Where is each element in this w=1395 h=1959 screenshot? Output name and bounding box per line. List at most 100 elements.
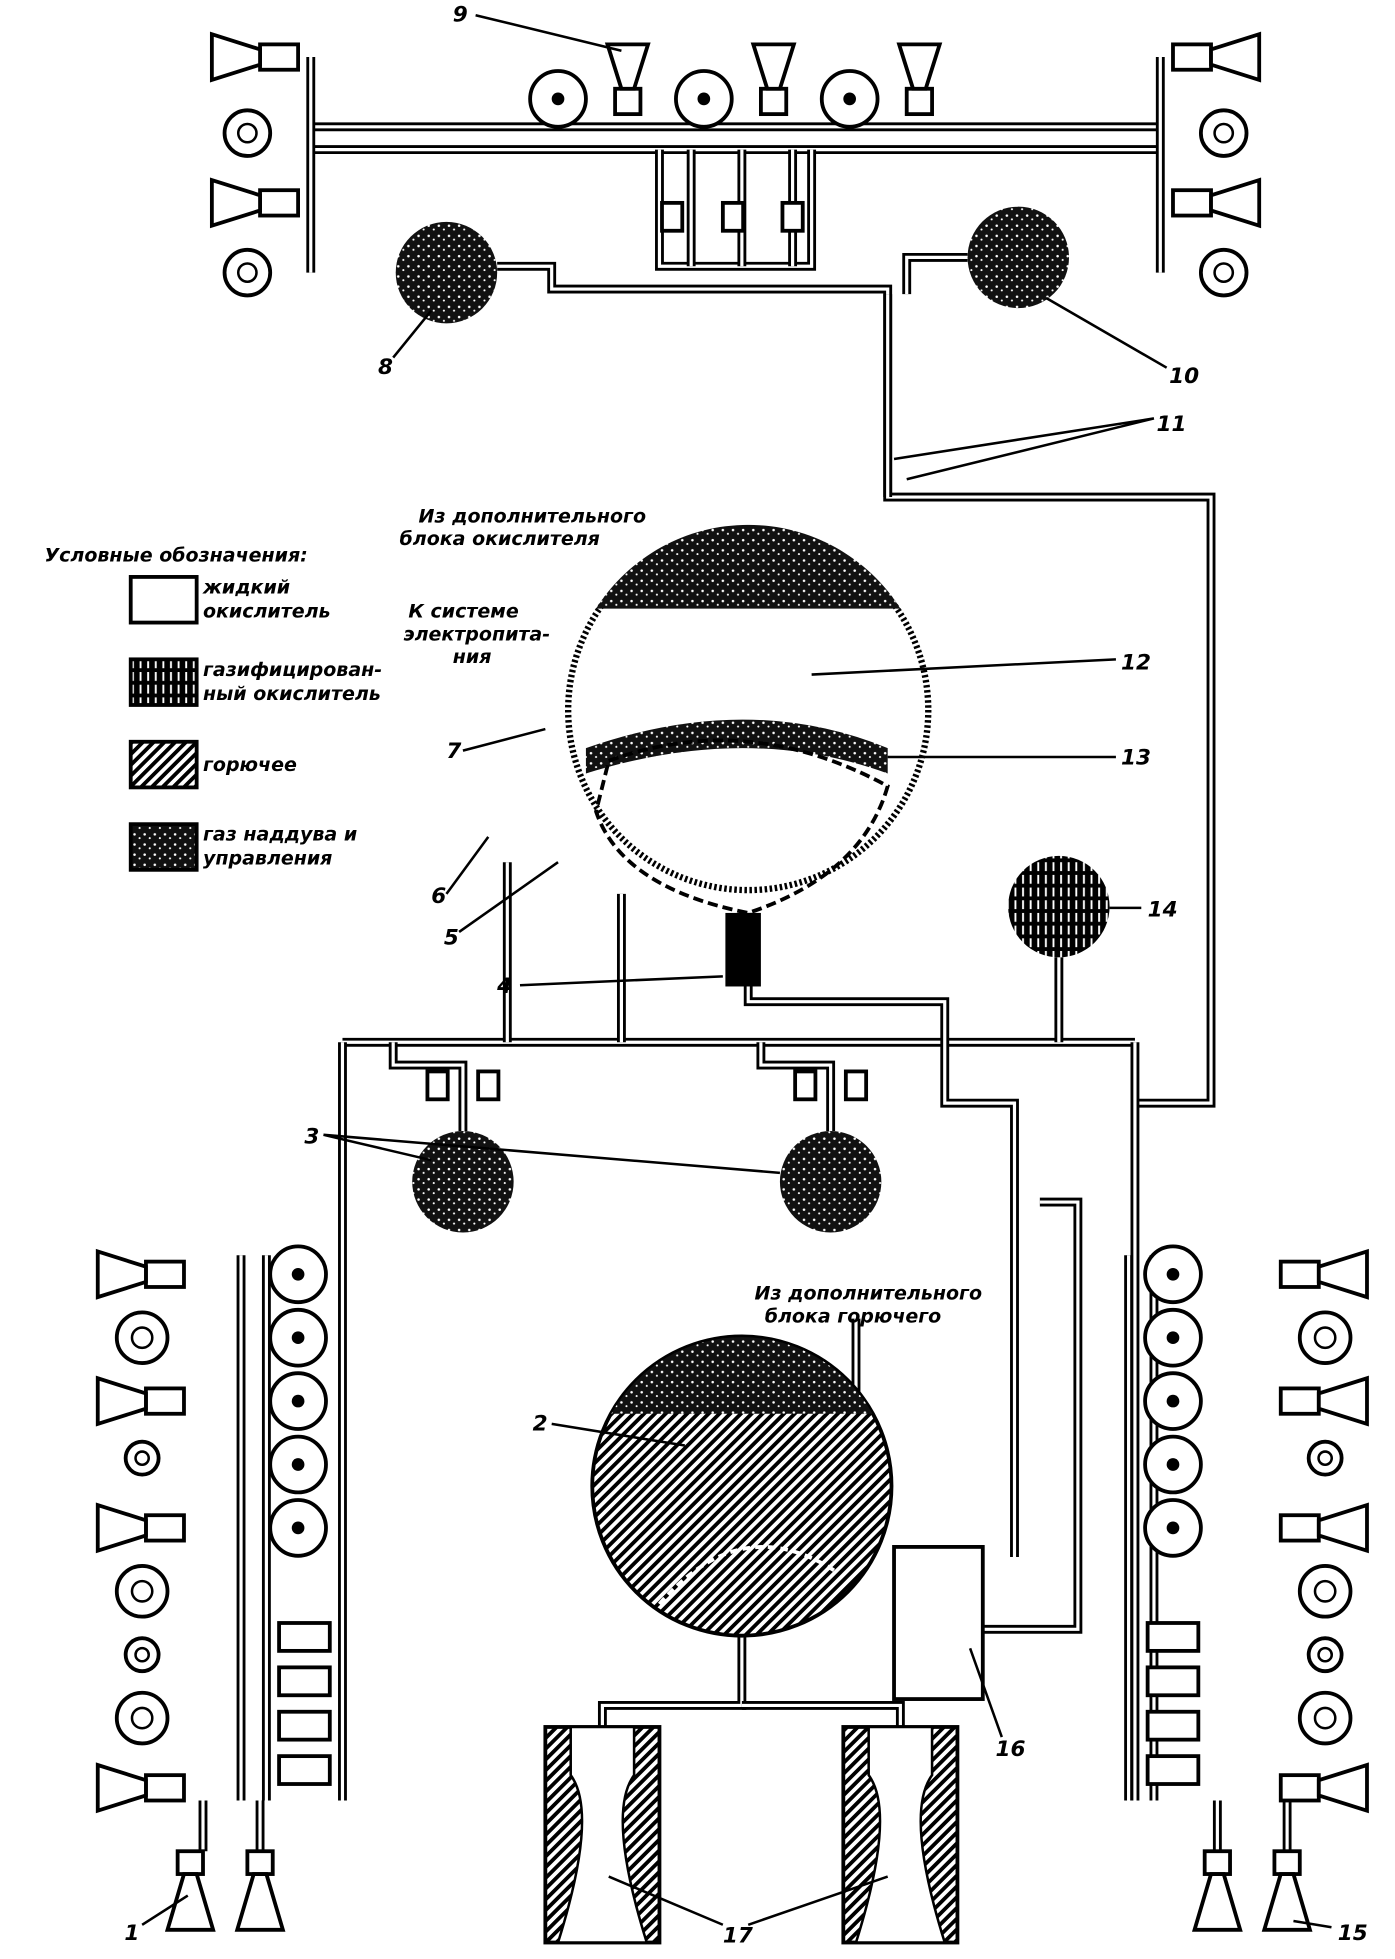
thruster-valve (144, 1513, 186, 1543)
thruster-body (222, 108, 273, 158)
thruster-valve (1278, 1773, 1321, 1803)
thruster-valve (144, 1259, 186, 1289)
thruster-valve (1202, 1849, 1232, 1876)
legend-label: ный окислитель (203, 683, 381, 705)
thruster-body (123, 1439, 161, 1477)
tank-center (291, 1267, 305, 1281)
callout-17: 17 (723, 1924, 753, 1949)
tank-center (291, 1521, 305, 1535)
valve (476, 1069, 501, 1102)
legend-swatch-gasified-oxidizer (128, 657, 199, 707)
thruster-valve (758, 86, 789, 117)
callout-2: 2 (533, 1411, 548, 1436)
thruster-valve (613, 86, 643, 117)
callout-13: 13 (1121, 746, 1151, 771)
callout-9: 9 (453, 3, 468, 28)
gas-sphere-3b (779, 1131, 882, 1233)
thruster-port (134, 1646, 150, 1663)
thruster-valve (1171, 188, 1213, 218)
thruster-body (1297, 1564, 1353, 1619)
valve (843, 1069, 869, 1102)
spherical-thruster (222, 247, 273, 298)
thruster-valve (1171, 42, 1213, 72)
propellant-tank (1143, 1371, 1203, 1431)
pipe (741, 1700, 905, 1727)
callout-8: 8 (378, 355, 393, 380)
thruster-valve (1278, 1386, 1321, 1416)
callout-numbers: 1 2 3 4 5 6 7 8 9 10 11 12 13 14 15 16 1… (124, 3, 1367, 1949)
callout-4: 4 (496, 974, 512, 999)
tank-center (1166, 1458, 1180, 1471)
pipe-bore (905, 255, 968, 295)
thruster (1278, 1502, 1369, 1554)
thruster-port (1317, 1450, 1334, 1467)
pipe-bore (600, 1635, 744, 1727)
thruster-body (1297, 1310, 1353, 1365)
pipe-bore (657, 149, 814, 268)
components (95, 31, 1369, 1945)
thruster-valve (258, 188, 300, 218)
spherical-thruster (1198, 247, 1249, 298)
callout-6: 6 (431, 884, 446, 909)
thruster-port (134, 1450, 150, 1467)
spherical-thruster (123, 1636, 161, 1674)
fuel-tank (590, 1334, 894, 1638)
thruster-valve (1272, 1849, 1302, 1876)
thruster-nozzle (1191, 1872, 1243, 1932)
propellant-tank (268, 1434, 328, 1495)
spherical-thruster (1297, 1310, 1353, 1365)
legend-label: управления (203, 848, 332, 870)
thruster-port (1313, 1326, 1337, 1350)
callout-15: 15 (1338, 1921, 1368, 1946)
thruster-body (114, 1690, 170, 1746)
main-engine-right (841, 1725, 960, 1945)
spherical-thruster (1198, 108, 1249, 158)
tank-center (291, 1331, 305, 1345)
pipe-bore (746, 912, 1017, 1558)
pressurization-gas-cap (596, 524, 901, 609)
thruster-valve (904, 86, 934, 117)
thruster-port (1213, 122, 1235, 144)
propellant-tank (819, 69, 880, 129)
propellant-tank (268, 1498, 328, 1558)
callout-5: 5 (444, 926, 459, 951)
thruster-valve (144, 1773, 186, 1803)
thruster-valve (144, 1386, 186, 1416)
thruster-nozzle (209, 177, 262, 229)
thruster-valve (1278, 1513, 1321, 1543)
callout-10: 10 (1169, 364, 1199, 389)
thruster-nozzle (1316, 1762, 1369, 1814)
thruster-nozzle (1316, 1502, 1369, 1554)
tank-center (1166, 1394, 1180, 1408)
thruster-port (236, 262, 258, 284)
legend-label: горючее (203, 754, 297, 776)
spherical-thruster (1297, 1564, 1353, 1619)
propellant-tank (268, 1244, 328, 1305)
thruster-nozzle (750, 42, 797, 91)
vernier-thruster (1261, 1849, 1313, 1932)
power-system-note: электропита- (403, 623, 550, 645)
callout-14: 14 (1148, 898, 1178, 923)
power-system-note: К системе (408, 600, 518, 622)
spherical-thruster (114, 1690, 170, 1746)
pipe (597, 1635, 747, 1727)
thruster (1278, 1762, 1369, 1814)
spherical-thruster (114, 1564, 170, 1619)
thruster-nozzle (1261, 1872, 1313, 1932)
propellant-tank (1143, 1307, 1203, 1368)
fuel-source-note: Из дополнительного (755, 1283, 982, 1305)
gas-sphere-10 (967, 206, 1070, 309)
spherical-thruster (1297, 1690, 1353, 1746)
thruster (1171, 177, 1262, 229)
valve-block (1145, 1709, 1201, 1742)
valve-block (1145, 1621, 1201, 1653)
callout-3: 3 (304, 1125, 319, 1150)
thruster (95, 1375, 186, 1427)
callout-11: 11 (1157, 412, 1187, 437)
thruster-port (236, 122, 258, 144)
thruster-nozzle (1209, 31, 1262, 83)
propellant-tank (1143, 1434, 1203, 1495)
spherical-thruster (1306, 1439, 1344, 1477)
tank-center (291, 1394, 305, 1408)
